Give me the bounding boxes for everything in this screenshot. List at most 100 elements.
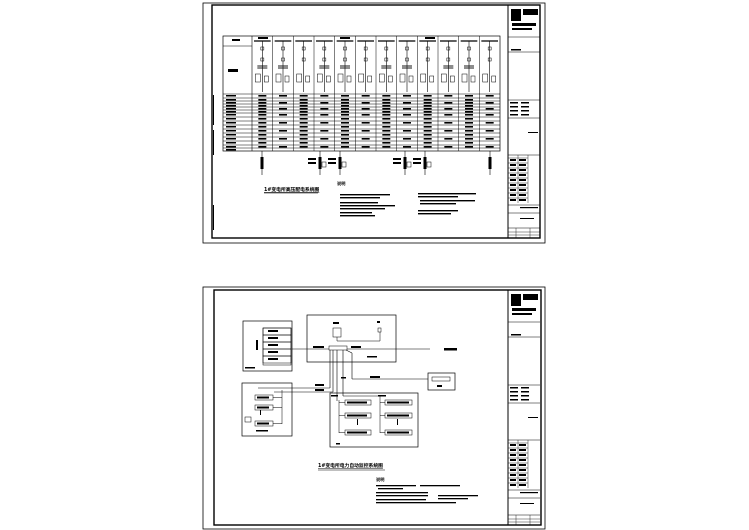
remote-device (431, 376, 451, 382)
title-block-text (510, 106, 518, 108)
cell-value (423, 130, 432, 132)
note-line (340, 208, 385, 210)
cell-value (299, 95, 308, 97)
cell-value (403, 102, 411, 104)
cell-value (279, 95, 287, 97)
logo-mark (523, 9, 538, 15)
cell-value (465, 138, 473, 140)
lv-meter-box (329, 392, 419, 448)
cell-value (485, 108, 494, 110)
cell-value (465, 142, 473, 144)
sheet2-outer-border (202, 286, 546, 530)
note-line (418, 213, 451, 215)
cell-value (423, 134, 432, 136)
network-switch (328, 345, 348, 351)
cell-value (382, 130, 391, 132)
title-block-text (528, 132, 538, 133)
logo-mark (511, 9, 521, 21)
device-label (257, 422, 269, 425)
cell-value (279, 102, 287, 104)
cell-value (320, 95, 329, 97)
row-label (226, 142, 236, 144)
link-label (370, 376, 380, 378)
cell-value (485, 146, 494, 148)
meter-symbol (491, 75, 496, 83)
cell-value (485, 130, 494, 132)
sheet2-inner-frame (213, 289, 542, 526)
row-label (226, 126, 236, 128)
cell-value (299, 105, 308, 107)
meter-symbol (429, 75, 434, 83)
module-label (268, 344, 278, 346)
row-label (226, 95, 236, 97)
cell-value (382, 134, 391, 136)
sheet1-outer-border (202, 2, 546, 244)
relay-symbol (420, 73, 426, 83)
breaker-symbol (467, 57, 471, 62)
link-label (315, 384, 324, 386)
cell-value (299, 126, 308, 128)
breaker-symbol (281, 57, 285, 62)
cell-value (258, 114, 267, 116)
switch-symbol (322, 46, 327, 51)
cell-value (423, 138, 432, 140)
feeder-label (413, 162, 421, 164)
title-block-text (510, 102, 518, 104)
binding-mark (213, 95, 214, 125)
title-block-label (510, 164, 516, 166)
cell-value (279, 138, 287, 140)
title-block-value (519, 484, 526, 486)
feeder-device (423, 157, 427, 169)
breaker-symbol (487, 57, 492, 62)
cell-value (465, 95, 473, 97)
title-block-value (519, 184, 526, 186)
cell-value (341, 122, 349, 124)
title-block-label (510, 449, 516, 451)
cell-value (444, 114, 453, 116)
title-block-label (510, 199, 516, 201)
relay-symbol (441, 73, 447, 83)
cell-value (299, 142, 308, 144)
note-line (376, 499, 426, 501)
cell-value (299, 114, 308, 116)
note-line (418, 193, 476, 195)
cell-value (382, 108, 391, 110)
sheet1-inner-frame (211, 4, 541, 239)
cell-value (465, 102, 473, 104)
cell-value (465, 126, 473, 128)
transformer-symbol (426, 161, 432, 168)
cell-value (444, 122, 453, 124)
note-line (418, 196, 458, 198)
device-label (377, 321, 380, 323)
hv-protection-box (241, 382, 293, 437)
feeder-label (328, 158, 336, 160)
busbar-label (425, 37, 435, 39)
meter-symbol (408, 75, 414, 83)
note-line (420, 203, 456, 205)
breaker-symbol (301, 57, 306, 62)
title-block-label (510, 169, 516, 171)
row-label (226, 149, 236, 151)
switch-symbol (343, 46, 347, 51)
feeder-device (260, 157, 264, 169)
title-block-value (519, 459, 526, 461)
ellipsis-dots (260, 410, 261, 415)
title-block-value (519, 474, 526, 476)
module-label (268, 337, 278, 339)
sheet-hv-distribution: 1#变电所高压配电系统图 说明 (202, 2, 546, 244)
relay-symbol (482, 73, 488, 83)
relay-symbol (255, 73, 261, 83)
note-line (378, 488, 403, 490)
row-label (226, 138, 236, 140)
feeder-label (393, 158, 401, 160)
feeder-device (488, 157, 492, 169)
drawing-name (520, 218, 534, 219)
title-block-label (510, 184, 516, 186)
cell-value (485, 122, 494, 124)
switch-symbol (363, 46, 368, 51)
company-name (512, 28, 532, 30)
cell-value (299, 130, 308, 132)
link-label (351, 346, 361, 348)
relay-symbol (275, 73, 282, 83)
title-block-value (519, 189, 526, 191)
